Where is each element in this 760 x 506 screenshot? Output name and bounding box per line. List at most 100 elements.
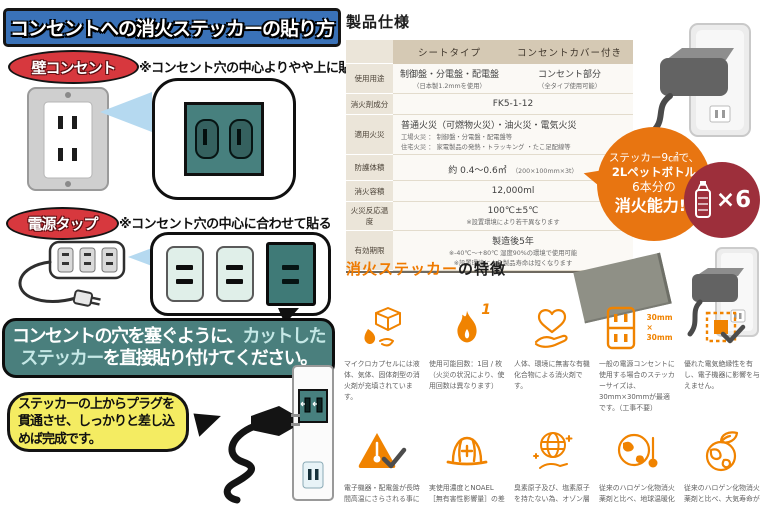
strip-socket xyxy=(165,246,204,302)
spec-value-main: 12,000ml xyxy=(491,186,535,196)
spec-row-label: 火災反応温度 xyxy=(346,202,393,231)
spec-value-sub: ※設置環境により若干異なります xyxy=(466,219,560,226)
chip-check-icon xyxy=(684,300,760,356)
spec-header-row: シートタイプ コンセントカバー付き xyxy=(346,40,633,64)
capacity-line: 2Lペットボトル xyxy=(611,165,697,180)
features-grid: マイクロカプセルには液体、気体、固体剤型の消火剤が充填されています。 1 使用可… xyxy=(344,300,760,506)
spec-value-sub: （全タイプ使用可能） xyxy=(538,83,601,90)
spec-value: 普通火災（可燃物火災）・油火災・電気火災 工場火災 ： 制御盤・分電盤・配電盤等… xyxy=(393,115,633,155)
wall-callout-arrow xyxy=(100,92,152,138)
spec-row-volume: 約 0.4～0.6㎥ （200×100mm×3t） 防護体積 xyxy=(346,155,633,181)
feature-item: 人体、環境に無害な有機化合物による消火剤です。 xyxy=(514,300,590,414)
spec-value-sub: ※設置環境により製品寿命は短くなります xyxy=(453,260,573,267)
feature-text: 一般の電源コンセントに使用する場合のステッカーサイズは、30mm×30mmが最適… xyxy=(599,360,675,413)
bottle-count-badge: ×6 xyxy=(684,162,760,238)
feature-text: 臭素原子及び、塩素原子を持たない為、オゾン層を破壊しません。 xyxy=(514,484,590,504)
outlet-hole xyxy=(195,119,219,159)
bottle-icon xyxy=(694,181,711,218)
safety-helmet-icon xyxy=(429,424,505,480)
feature-item: 電子機器・配電盤が長時間高温にさらされる事による、熱障害を軽減します。 xyxy=(344,424,420,506)
feature-text: 実使用濃度とNOAEL［無有害性影響量］の差が大きい為、安全性の高い消火薬剤です… xyxy=(429,484,505,504)
plug-insert-note: ステッカーの上からプラグを貫通させ、しっかりと差し込めば完成です。 xyxy=(7,392,189,452)
plug-insert-note-text: ステッカーの上からプラグを貫通させ、しっかりと差し込めば完成です。 xyxy=(18,396,175,447)
apply-note-highlight: ステッカー xyxy=(20,348,104,369)
spec-value: FK5-1-12 xyxy=(393,94,633,115)
page-title: コンセントへの消火ステッカーの貼り方 xyxy=(3,8,341,47)
flame-count-label: 1 xyxy=(481,302,491,318)
size-times: × xyxy=(646,323,653,333)
feature-item: 従来のハロゲン化物消火薬剤と比べ、大気寿命が極めて短い（7日）為、環境負荷が小さ… xyxy=(684,424,760,506)
spec-value-sub: 工場火災 ： 制御盤・分電盤・配電盤等 xyxy=(401,134,513,141)
feature-item: 1 使用可能回数：1回 / 枚（火災の状況により、使用回数は異なります） xyxy=(429,300,505,414)
spec-value-main: FK5-1-12 xyxy=(492,99,534,109)
spec-value: 約 0.4～0.6㎥ （200×100mm×3t） xyxy=(393,155,633,181)
spec-value: 100℃±5℃ ※設置環境により若干異なります xyxy=(393,202,633,231)
spec-row-label: 適用火災 xyxy=(346,115,393,155)
heat-warning-icon xyxy=(344,424,420,480)
spec-value: 12,000ml xyxy=(393,181,633,202)
plug-cord-illustration xyxy=(215,364,340,504)
feature-text: 使用可能回数：1回 / 枚（火災の状況により、使用回数は異なります） xyxy=(429,360,505,391)
wall-outlet-note: ※コンセント穴の中心よりやや上に貼る xyxy=(139,61,364,76)
capacity-line: 消火能力!! xyxy=(614,195,694,215)
feature-text: 従来のハロゲン化物消火薬剤と比べ、大気寿命が極めて短い（7日）為、環境負荷が小さ… xyxy=(684,484,760,504)
capacity-line: ステッカー9㎠で、 xyxy=(608,151,700,164)
features-heading: 消火ステッカーの特徴 xyxy=(346,258,506,279)
strip-callout-arrow xyxy=(128,248,152,268)
features-heading-rest: の特徴 xyxy=(458,260,507,278)
spec-value-cover: コンセント部分 （全タイプ使用可能） xyxy=(506,64,633,94)
outlet-cover-photo xyxy=(640,18,758,142)
spec-row-capacity: 消火容積 12,000ml xyxy=(346,181,633,202)
spec-heading: 製品仕様 xyxy=(346,13,411,31)
bottle-multiplier: ×6 xyxy=(715,187,752,213)
spec-row-expiry: 有効期限 製造後5年 ※-40℃～+80℃ 湿度90%の環境で使用可能 ※設置環… xyxy=(346,231,633,271)
spec-value: 製造後5年 ※-40℃～+80℃ 湿度90%の環境で使用可能 ※設置環境により製… xyxy=(393,231,633,271)
magnified-wall-sticker xyxy=(152,78,296,200)
spec-value-main: コンセント部分 xyxy=(537,70,601,80)
feature-text: 従来のハロゲン化物消火薬剤と比べ、地球温暖化係数（GWP）が1/1000以下と低… xyxy=(599,484,675,504)
single-use-flame-icon: 1 xyxy=(429,300,505,356)
power-strip-note: ※コンセント穴の中心に合わせて貼る xyxy=(119,217,332,232)
spec-row-usage: 使用用途 制御盤・分電盤・配電盤 （日本製1.2mmを使用） コンセント部分 （… xyxy=(346,64,633,94)
spec-value-main: 制御盤・分電盤・配電盤 xyxy=(399,70,499,80)
feature-text: マイクロカプセルには液体、気体、固体剤型の消火剤が充填されています。 xyxy=(344,360,420,402)
feature-text: 電子機器・配電盤が長時間高温にさらされる事による、熱障害を軽減します。 xyxy=(344,484,420,504)
spec-value-sheet: 制御盤・分電盤・配電盤 （日本製1.2mmを使用） xyxy=(393,64,506,94)
spec-value-main: 100℃±5℃ xyxy=(487,206,539,216)
strip-socket xyxy=(215,246,254,302)
outlet-hole xyxy=(229,119,253,159)
heart-hand-icon xyxy=(514,300,590,356)
spec-value-main: 普通火災（可燃物火災）・油火災・電気火災 xyxy=(401,121,577,131)
spec-value-sub: （200×100mm×3t） xyxy=(511,168,578,175)
feature-item: 30mm × 30mm 一般の電源コンセントに使用する場合のステッカーサイズは、… xyxy=(599,300,675,414)
size-value: 30mm xyxy=(646,313,673,323)
spec-value-sub: （日本製1.2mmを使用） xyxy=(413,83,486,90)
feature-text: 優れた電気絶縁性を有し、電子機器に影響を与えません。 xyxy=(684,360,760,391)
outlet-size-icon: 30mm × 30mm xyxy=(599,300,675,356)
spec-value-main: 約 0.4～0.6㎥ xyxy=(448,166,507,176)
feature-text: 人体、環境に無害な有機化合物による消火剤です。 xyxy=(514,360,590,391)
spec-row-agent: 消火剤成分 FK5-1-12 xyxy=(346,94,633,115)
col-sheet-header: シートタイプ xyxy=(393,40,506,64)
spec-row-temp: 火災反応温度 100℃±5℃ ※設置環境により若干異なります xyxy=(346,202,633,231)
ozone-globe-icon xyxy=(514,424,590,480)
gwp-globe-icon xyxy=(599,424,675,480)
eco-globe-icon xyxy=(684,424,760,480)
spec-row-label: 使用用途 xyxy=(346,64,393,94)
spec-row-fire: 適用火災 普通火災（可燃物火災）・油火災・電気火災 工場火災 ： 制御盤・分電盤… xyxy=(346,115,633,155)
power-strip-badge: 電源タップ xyxy=(6,207,119,240)
apply-note-text: を直接貼り付けてください。 xyxy=(102,348,318,369)
feature-item: 臭素原子及び、塩素原子を持たない為、オゾン層を破壊しません。 xyxy=(514,424,590,506)
direct-apply-note: コンセントの穴を塞ぐように、カットした ステッカーを直接貼り付けてください。 xyxy=(2,318,335,378)
spec-table: シートタイプ コンセントカバー付き 使用用途 制御盤・分電盤・配電盤 （日本製1… xyxy=(346,40,633,273)
strip-socket-with-sticker xyxy=(265,242,316,306)
feature-item: 優れた電気絶縁性を有し、電子機器に影響を与えません。 xyxy=(684,300,760,414)
size-value: 30mm xyxy=(646,332,673,342)
spec-value-sub: ※-40℃～+80℃ 湿度90%の環境で使用可能 xyxy=(448,250,578,257)
feature-item: 従来のハロゲン化物消火薬剤と比べ、地球温暖化係数（GWP）が1/1000以下と低… xyxy=(599,424,675,506)
spec-row-label: 消火容積 xyxy=(346,181,393,202)
spec-row-label: 消火剤成分 xyxy=(346,94,393,115)
sticker-size-label: 30mm × 30mm xyxy=(646,313,672,342)
capacity-line: 6本分の xyxy=(632,180,676,195)
